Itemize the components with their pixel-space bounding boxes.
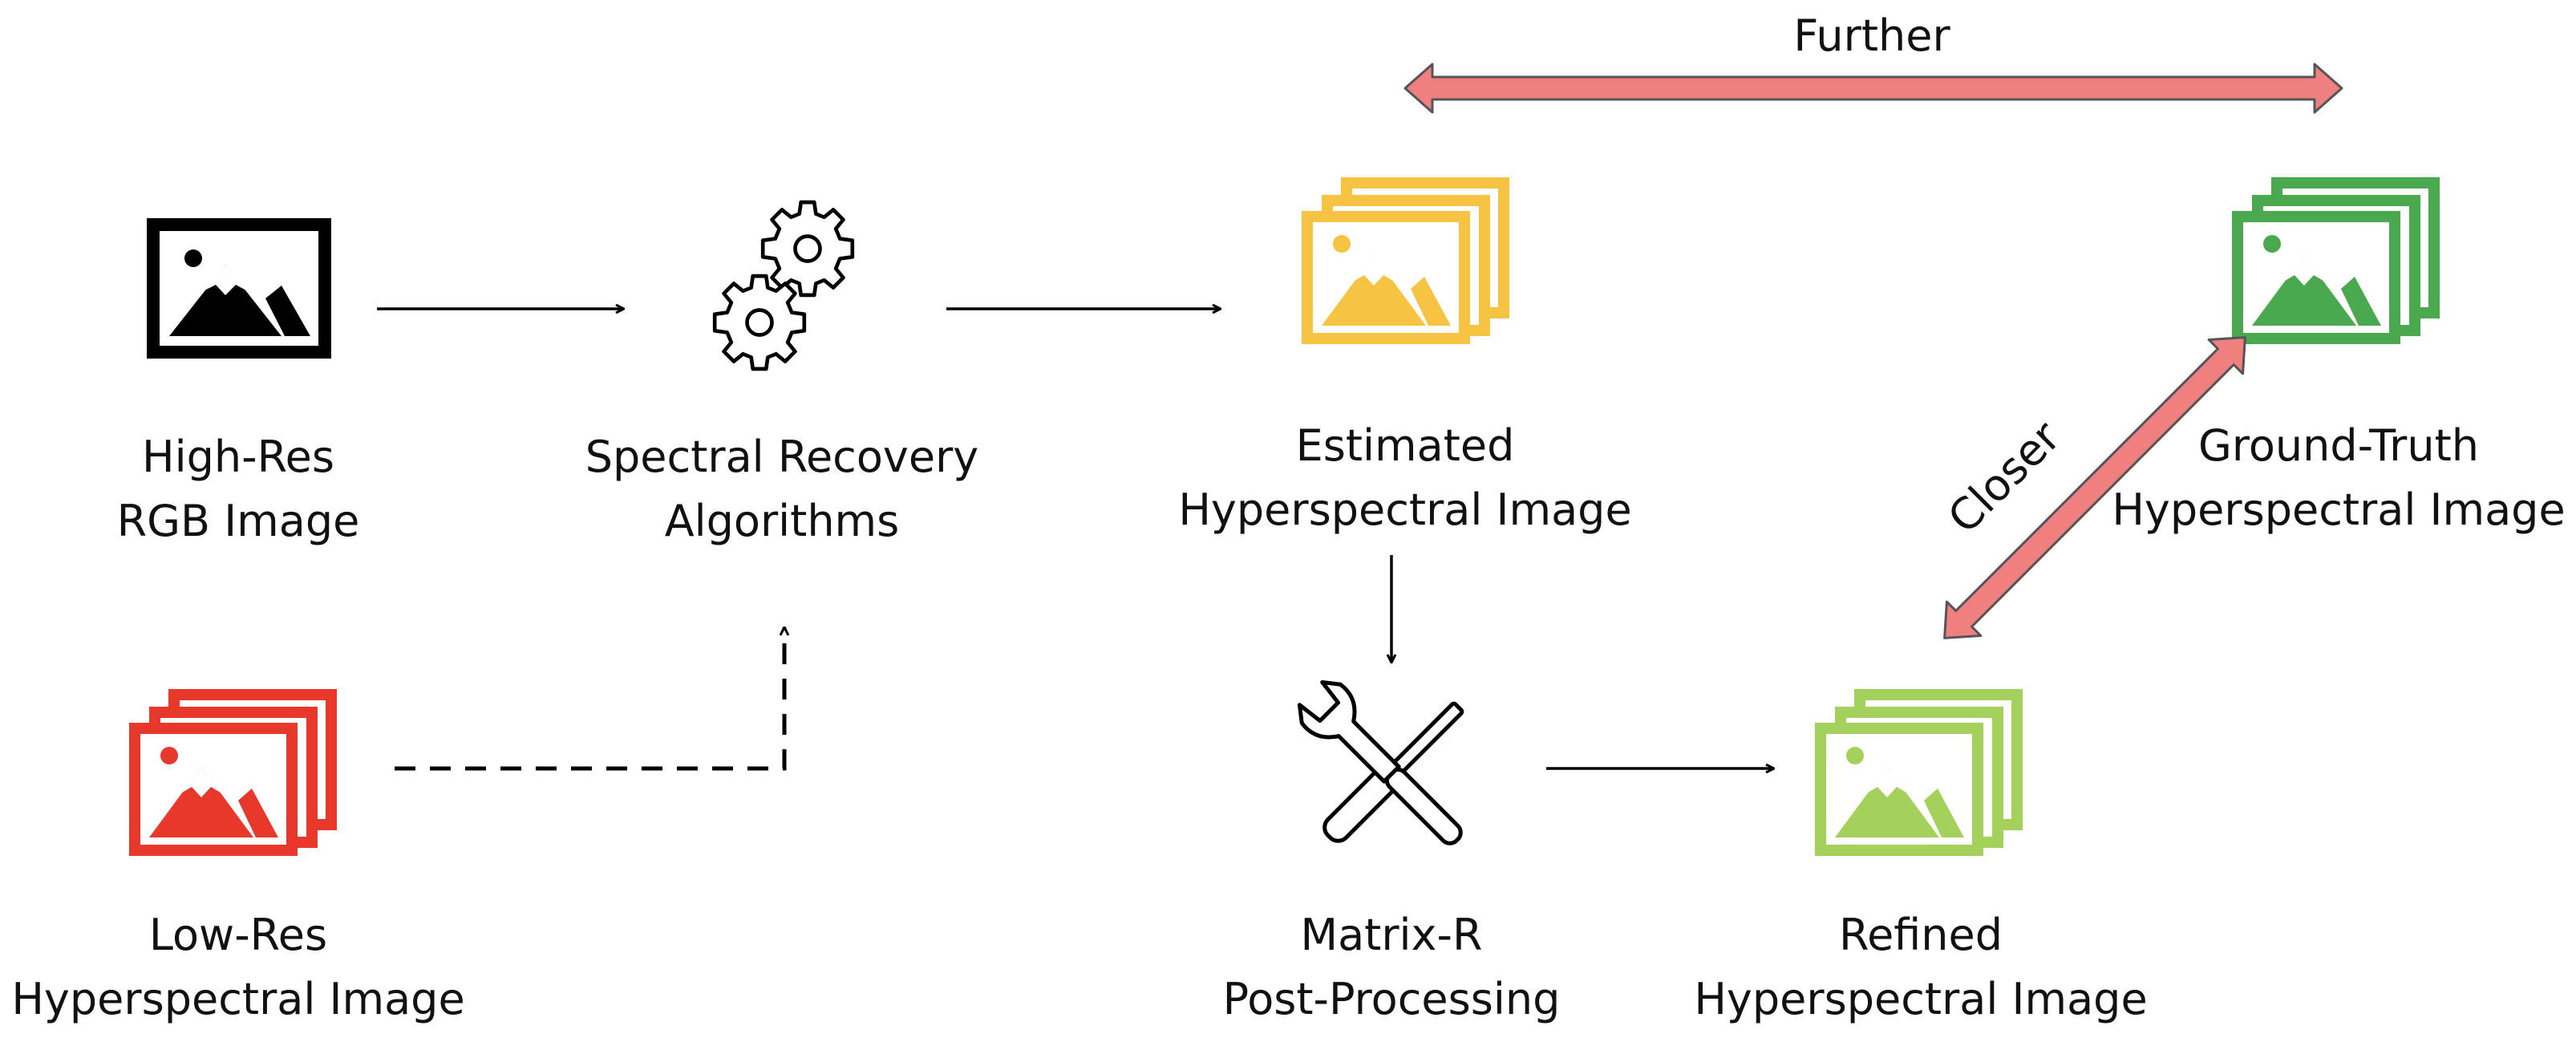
refined-image-stack-icon — [1821, 695, 2017, 850]
further-label: Further — [1793, 10, 1950, 61]
lowres-image-stack-icon — [135, 695, 331, 850]
matrix-label-line2: Post-Processing — [1223, 974, 1561, 1024]
refined-label-line1: Refined — [1839, 910, 2003, 960]
image-icon — [153, 225, 325, 352]
lowres-label-line2: Hyperspectral Image — [11, 974, 464, 1024]
estimated-label-line2: Hyperspectral Image — [1178, 485, 1631, 535]
algo-label-line2: Algorithms — [665, 496, 900, 546]
tools-icon — [1297, 679, 1464, 845]
gears-icon — [715, 202, 853, 369]
matrix-label-line1: Matrix-R — [1300, 910, 1482, 960]
rgb-label-line1: High-Res — [142, 432, 334, 482]
groundtruth-label-line2: Hyperspectral Image — [2112, 485, 2565, 535]
groundtruth-image-stack-icon — [2238, 183, 2434, 339]
groundtruth-label-line1: Ground-Truth — [2198, 420, 2479, 471]
closer-double-arrow — [1943, 336, 2246, 639]
algo-label-line1: Spectral Recovery — [585, 432, 978, 482]
further-double-arrow — [1403, 63, 2343, 114]
lowres-label-line1: Low-Res — [149, 910, 327, 960]
estimated-image-stack-icon — [1307, 183, 1504, 339]
lowres-to-algo-dashed-arrow — [395, 627, 784, 771]
rgb-label-line2: RGB Image — [117, 496, 360, 546]
refined-label-line2: Hyperspectral Image — [1694, 974, 2147, 1024]
estimated-label-line1: Estimated — [1296, 420, 1515, 471]
